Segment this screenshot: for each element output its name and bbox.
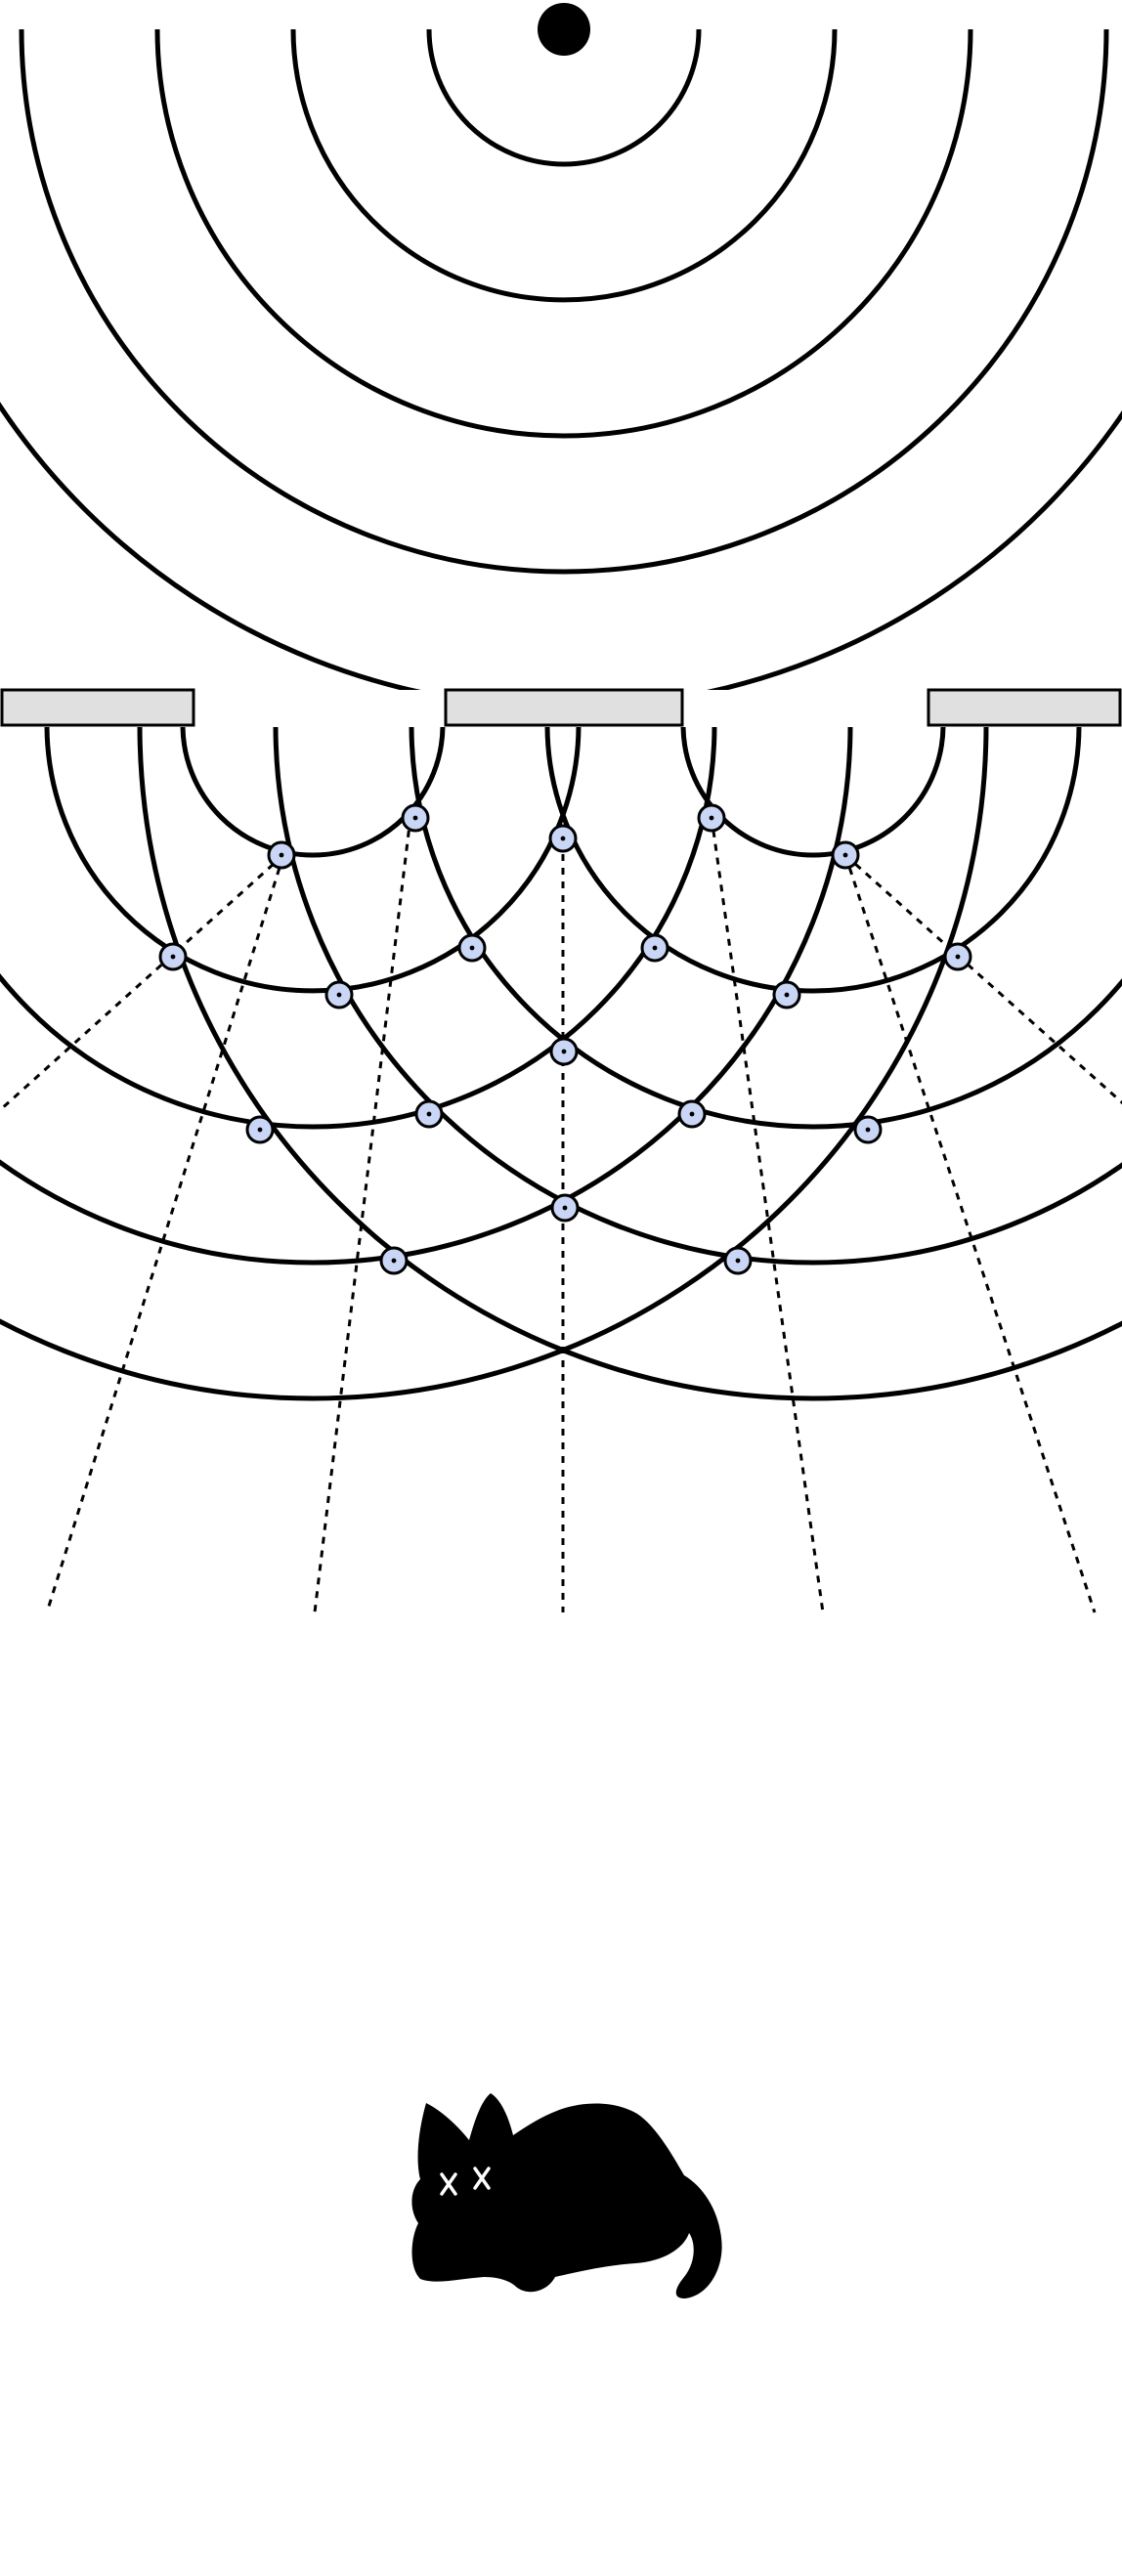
sleeping-cat-icon (411, 2093, 722, 2298)
interference-ray (45, 854, 285, 1613)
barrier-plate (927, 688, 1122, 727)
interference-nodes (158, 803, 972, 1275)
interference-node (414, 1099, 444, 1129)
interference-node (457, 933, 487, 963)
right-slit-wavefront (273, 727, 1122, 1266)
interference-node (697, 803, 726, 833)
incident-wavefronts (0, 28, 1122, 690)
interference-rays (0, 816, 1122, 1613)
interference-node (853, 1115, 883, 1144)
node-center (709, 815, 714, 821)
interference-node (831, 840, 860, 870)
interference-node (723, 1246, 753, 1275)
node-center (689, 1111, 695, 1117)
interference-node (772, 980, 801, 1009)
node-center (955, 954, 961, 960)
node-center (426, 1111, 432, 1117)
node-center (562, 1205, 568, 1211)
incident-wavefront (19, 28, 1109, 575)
cat-eyes (440, 2167, 491, 2196)
node-center (279, 852, 284, 858)
node-center (560, 836, 566, 841)
node-center (391, 1258, 397, 1264)
interference-ray (0, 853, 285, 1113)
node-center (652, 945, 658, 951)
node-center (784, 992, 790, 998)
interference-node (379, 1246, 409, 1275)
interference-node (677, 1099, 707, 1129)
interference-node (245, 1115, 275, 1144)
interference-node (943, 942, 972, 971)
interference-ray (313, 816, 412, 1613)
interference-ray (843, 854, 1097, 1613)
interference-node (267, 840, 296, 870)
node-center (842, 852, 848, 858)
interference-node (548, 824, 578, 853)
barrier-plate (444, 688, 684, 727)
interference-node (324, 980, 354, 1009)
node-center (170, 954, 176, 960)
node-center (735, 1258, 741, 1264)
slit-barrier (0, 688, 1122, 727)
left-slit-wavefront (0, 727, 989, 1401)
incident-wavefront (154, 28, 973, 439)
interference-node (640, 933, 669, 963)
point-source-dot (538, 3, 590, 56)
barrier-plate (0, 688, 195, 727)
incident-wavefront (426, 28, 702, 167)
node-center (865, 1127, 871, 1133)
node-center (469, 945, 475, 951)
interference-ray (710, 816, 825, 1613)
right-slit-wavefront (137, 727, 1122, 1401)
node-center (336, 992, 342, 998)
left-slit-wavefront (0, 727, 717, 1130)
node-center (412, 815, 418, 821)
interference-node (550, 1193, 580, 1223)
cat-body (411, 2093, 722, 2298)
incident-wavefront (290, 28, 838, 303)
interference-node (401, 803, 430, 833)
right-slit-wavefront (680, 727, 946, 858)
left-slit-wavefront (44, 727, 582, 994)
right-slit-wavefront (544, 727, 1082, 994)
left-slit-wavefront (180, 727, 446, 858)
interference-node (549, 1037, 579, 1066)
right-slit-wavefront (409, 727, 1122, 1130)
interference-node (158, 942, 188, 971)
node-center (561, 1049, 567, 1054)
node-center (257, 1127, 263, 1133)
